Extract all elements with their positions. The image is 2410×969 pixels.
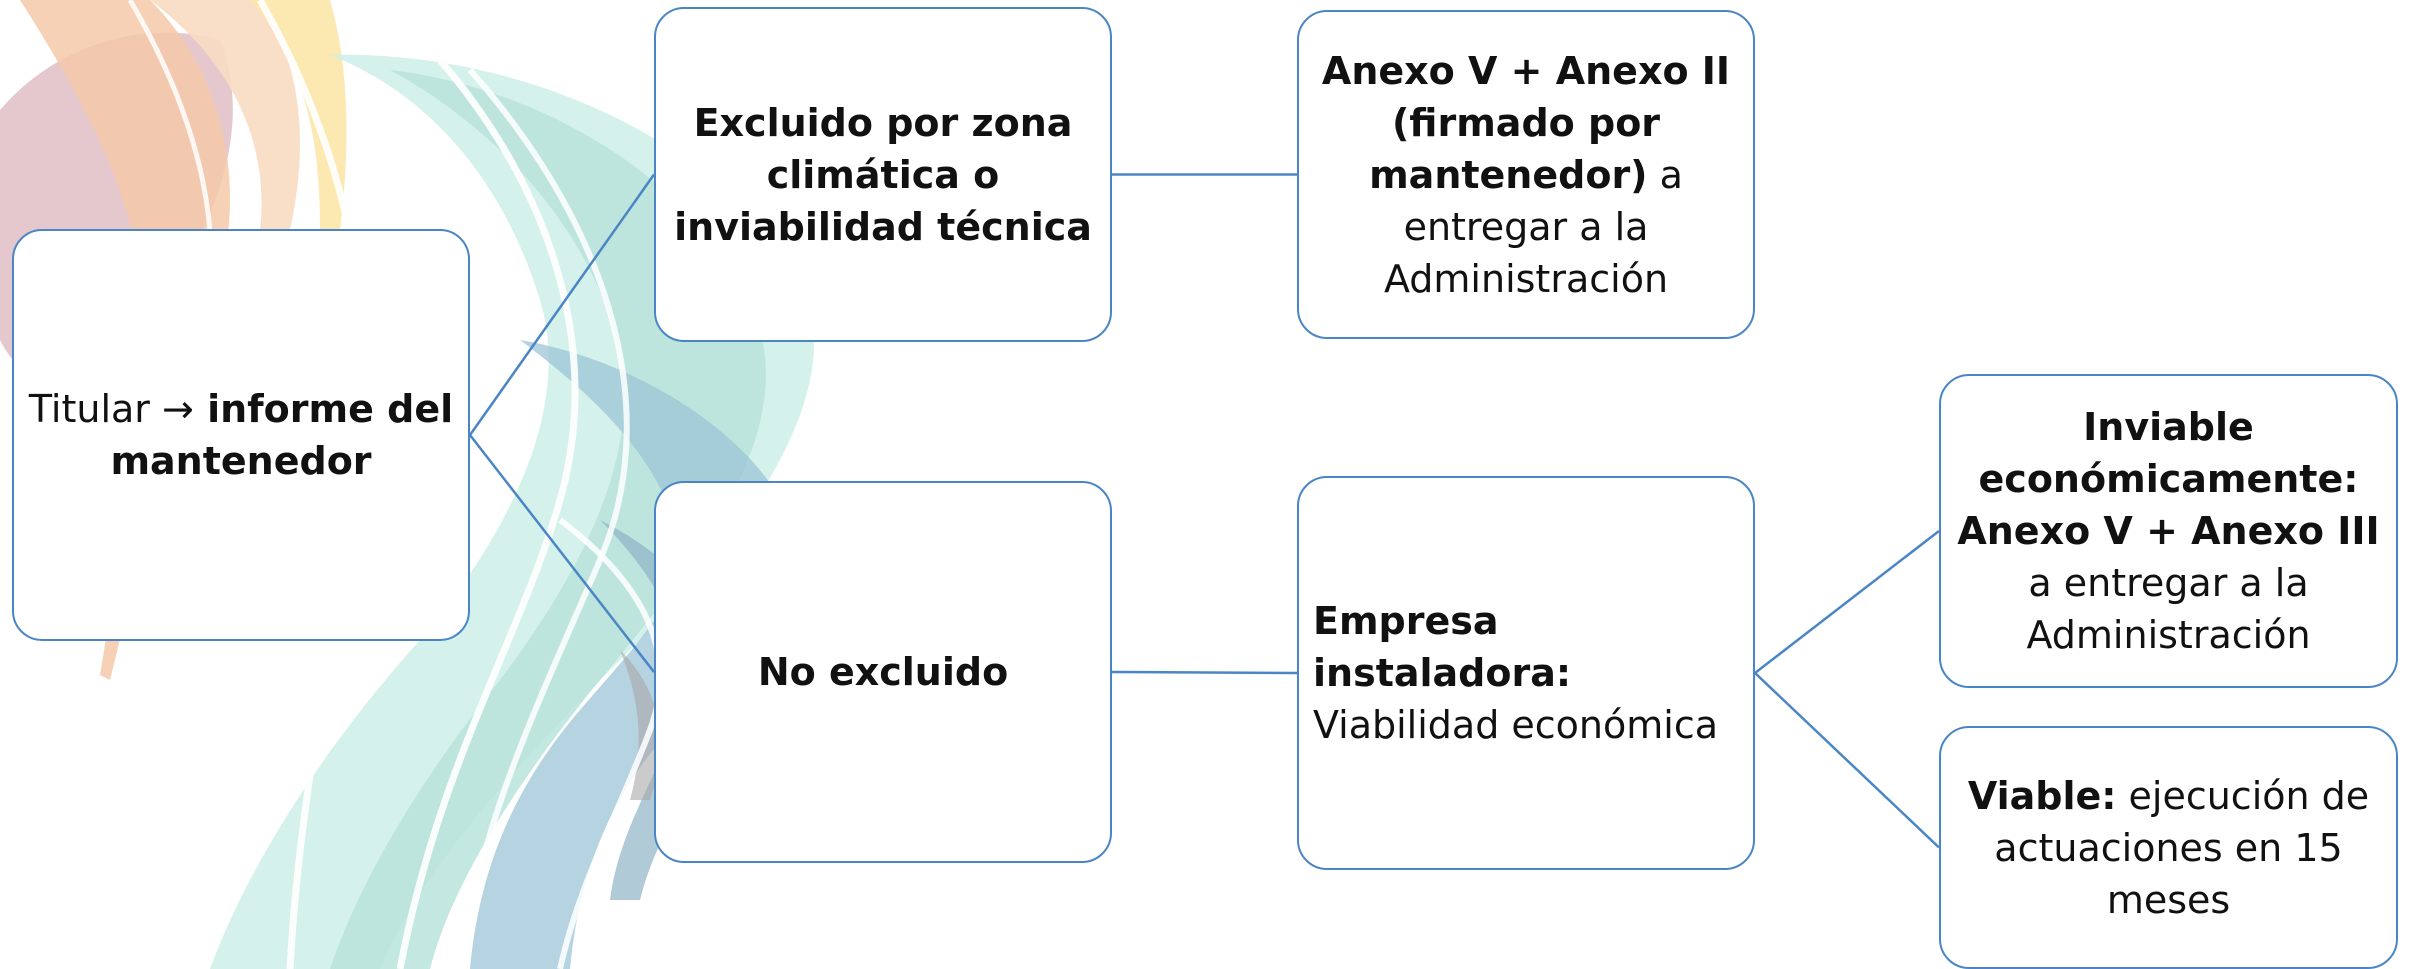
node-no-excluido: No excluido (654, 481, 1112, 863)
node-inviable: Inviable económicamente: Anexo V + Anexo… (1939, 374, 2398, 688)
decor-white-stroke-4 (557, 517, 663, 969)
node-titular: Titular → informe del mantenedor (12, 229, 470, 641)
inviable-rest: a entregar a la Administración (2026, 561, 2311, 657)
decor-white-stroke-2 (396, 57, 579, 969)
connector-empresa-viable (1754, 672, 1940, 849)
empresa-bold: Empresa instaladora: (1313, 599, 1572, 695)
connector-empresa-inviable (1754, 530, 1940, 674)
decor-swirl-grey (620, 650, 660, 800)
connector-titular-excluido (468, 173, 656, 436)
anexo-rest: a entregar a la Administración (1383, 152, 1683, 301)
decor-white-stroke-3 (457, 68, 630, 969)
viable-bold: Viable: (1967, 773, 2117, 818)
excluido-text: Excluido por zona climática o inviabilid… (674, 100, 1092, 249)
node-empresa-instaladora: Empresa instaladora: Viabilidad económic… (1297, 476, 1755, 870)
node-viable: Viable: ejecución de actuaciones en 15 m… (1939, 726, 2398, 969)
inviable-bold: Inviable económicamente: Anexo V + Anexo… (1957, 405, 2380, 553)
anexo-bold: Anexo V + Anexo II (firmado por mantened… (1321, 48, 1731, 197)
no-excluido-text: No excluido (757, 650, 1009, 694)
connector-no_excluido-empresa (1111, 670, 1298, 675)
titular-bold: informe del mantenedor (110, 387, 454, 483)
viable-rest: ejecución de actuaciones en 15 meses (1994, 773, 2370, 922)
node-excluido: Excluido por zona climática o inviabilid… (654, 7, 1112, 342)
decor-swirl-orange (20, 0, 230, 680)
decor-swirl-yellow (250, 0, 347, 230)
titular-prefix: Titular (28, 387, 162, 431)
arrow-right-icon: → (162, 387, 194, 431)
node-anexo-ii: Anexo V + Anexo II (firmado por mantened… (1297, 10, 1755, 339)
empresa-rest: Viabilidad económica (1313, 703, 1719, 747)
connector-titular-no_excluido (469, 434, 655, 673)
